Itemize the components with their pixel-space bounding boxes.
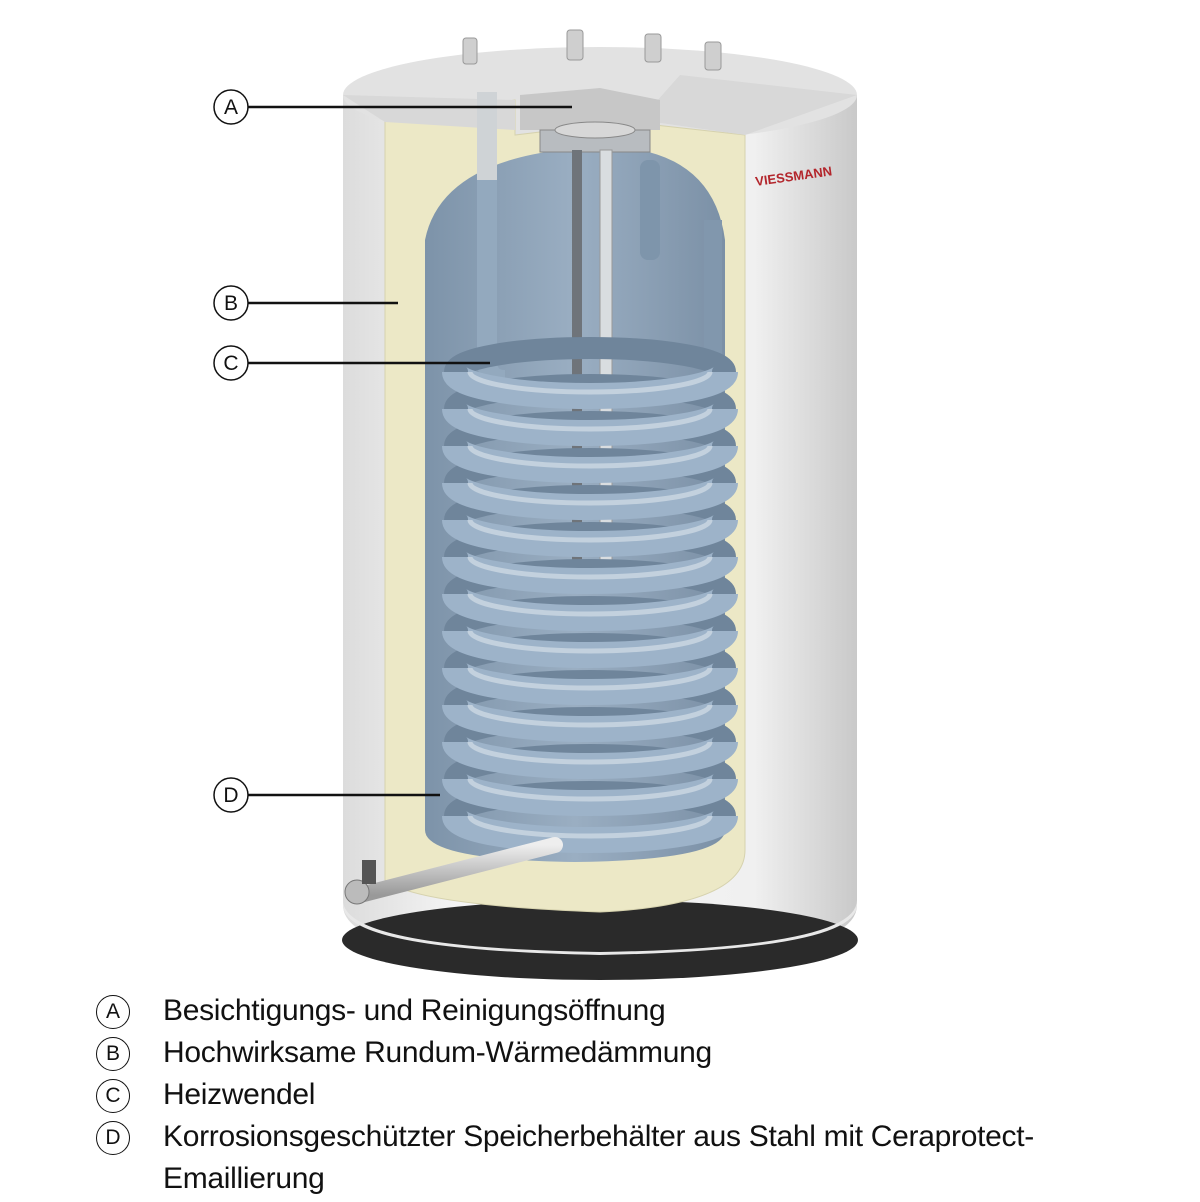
legend-item-d: D Korrosionsgeschützter Speicherbehälter…	[96, 1116, 1156, 1202]
legend-badge: D	[96, 1121, 130, 1155]
svg-text:A: A	[224, 96, 238, 119]
coil-ring-back	[444, 337, 736, 377]
legend-text: Besichtigungs- und Reinigungsöffnung	[163, 994, 666, 1027]
coil-ring	[442, 773, 738, 816]
coil-ring	[442, 403, 738, 446]
legend-text: Hochwirksame Rundum-Wärmedämmung	[163, 1036, 712, 1069]
coil-ring-highlight	[467, 593, 713, 617]
coil-ring	[442, 588, 738, 631]
coil-ring-highlight	[467, 741, 713, 765]
coil-ring	[442, 662, 738, 705]
coil-ring-highlight	[467, 482, 713, 506]
coil-ring-highlight	[467, 667, 713, 691]
coil-ring	[442, 477, 738, 520]
coil-ring	[442, 699, 738, 742]
top-connections	[462, 29, 722, 71]
coil-ring-highlight	[467, 630, 713, 654]
callout-b: B	[213, 285, 398, 321]
coil-ring-highlight	[467, 556, 713, 580]
coil-ring	[442, 551, 738, 594]
coil-ring-highlight	[467, 815, 713, 839]
coil-ring	[442, 440, 738, 483]
legend-item-c: C Heizwendel	[96, 1074, 1156, 1116]
callouts: A B C D	[213, 89, 572, 813]
coil-ring-highlight	[467, 519, 713, 543]
coil-ring-highlight	[467, 371, 713, 395]
legend-item-b: B Hochwirksame Rundum-Wärmedämmung	[96, 1032, 1156, 1074]
callout-d: D	[213, 777, 440, 813]
coil-ring	[442, 514, 738, 557]
coil-ring	[442, 625, 738, 668]
legend-badge: A	[96, 995, 130, 1029]
callout-c: C	[213, 345, 490, 381]
callout-a: A	[213, 89, 572, 125]
legend-text: Korrosionsgeschützter Speicherbehälter a…	[163, 1120, 1034, 1195]
svg-text:D: D	[223, 784, 238, 807]
legend: A Besichtigungs- und Reinigungsöffnung B…	[96, 990, 1156, 1202]
coil-ring-highlight	[467, 778, 713, 802]
coil-ring-highlight	[467, 704, 713, 728]
svg-text:C: C	[223, 352, 238, 375]
drain-valve	[344, 837, 563, 905]
legend-badge: C	[96, 1079, 130, 1113]
legend-text: Heizwendel	[163, 1078, 316, 1111]
anode-rod	[572, 150, 582, 570]
water-tank-cutaway-illustration: VIESSMANN A B C D	[213, 29, 858, 980]
coil-ring	[442, 736, 738, 779]
heating-coil	[442, 337, 738, 853]
coil-ring-highlight	[467, 445, 713, 469]
legend-item-a: A Besichtigungs- und Reinigungsöffnung	[96, 990, 1156, 1032]
svg-text:B: B	[224, 292, 238, 315]
inspection-opening	[539, 121, 651, 153]
legend-badge: B	[96, 1037, 130, 1071]
coil-ring	[442, 810, 738, 853]
coil-ring-highlight	[467, 408, 713, 432]
coil-ring	[442, 366, 738, 409]
